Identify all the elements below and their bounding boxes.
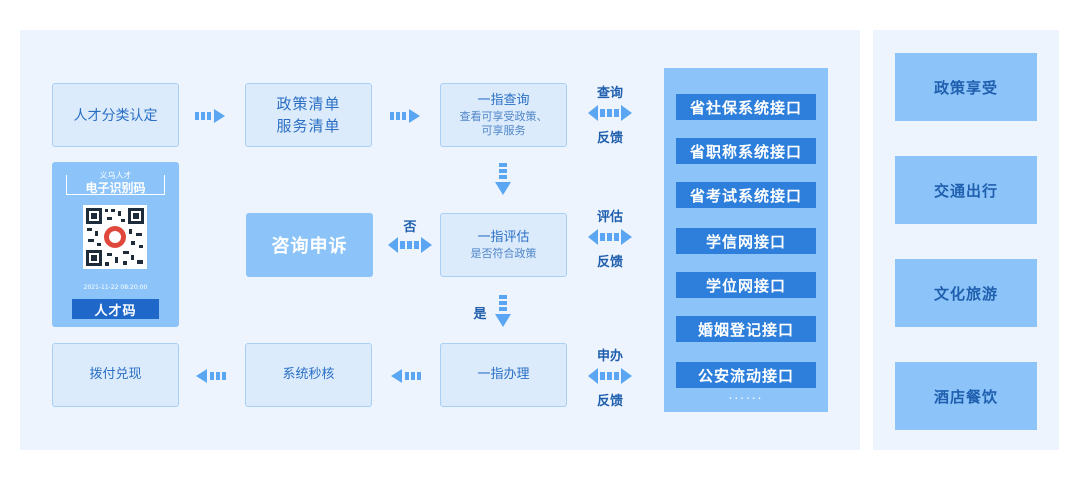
service-transport: 交通出行 xyxy=(895,156,1037,224)
apply-exchange-label: 申办 xyxy=(596,349,623,364)
card-date: 2021-11-22 08:20:00 xyxy=(83,284,148,291)
review-label: 系统秒核 xyxy=(282,367,335,382)
interface-item: 省社保系统接口 xyxy=(676,94,816,120)
double-arrow-icon xyxy=(588,368,632,384)
talent-code-button[interactable]: 人才码 xyxy=(72,299,159,319)
service-culture-travel: 文化旅游 xyxy=(895,259,1037,327)
service-hotel-dining: 酒店餐饮 xyxy=(895,362,1037,430)
yes-label: 是 xyxy=(473,307,487,322)
interface-item: 婚姻登记接口 xyxy=(676,316,816,342)
evaluate-exchange-label: 评估 xyxy=(596,210,623,225)
handle-box: 一指办理 xyxy=(440,343,567,407)
interface-item: 公安流动接口 xyxy=(676,362,816,388)
arrow-down-icon xyxy=(495,163,511,195)
arrow-right-icon xyxy=(390,109,420,123)
card-title: 电子识别码 xyxy=(85,181,146,195)
query-sub-1: 查看可享受政策、 xyxy=(459,110,548,123)
more-interfaces: ...... xyxy=(728,388,764,402)
assess-title: 一指评估 xyxy=(477,230,530,245)
policy-list-label: 政策清单 xyxy=(276,95,341,113)
talent-classification-box: 人才分类认定 xyxy=(52,83,179,147)
query-box: 一指查询 查看可享受政策、 可享服务 xyxy=(440,83,567,147)
query-title: 一指查询 xyxy=(477,93,530,108)
handle-label: 一指办理 xyxy=(477,367,530,382)
no-label: 否 xyxy=(403,220,417,235)
double-arrow-icon xyxy=(588,229,632,245)
appeal-label: 咨询申诉 xyxy=(271,236,348,257)
service-policy: 政策享受 xyxy=(895,53,1037,121)
card-brand: 义乌人才 xyxy=(99,171,132,180)
assess-sub: 是否符合政策 xyxy=(470,247,537,260)
interface-item: 省考试系统接口 xyxy=(676,182,816,208)
query-exchange-label: 查询 xyxy=(596,86,623,101)
double-arrow-icon xyxy=(388,237,432,253)
double-arrow-icon xyxy=(588,105,632,121)
arrow-down-icon xyxy=(495,295,511,327)
interface-item: 省职称系统接口 xyxy=(676,138,816,164)
feedback-label-3: 反馈 xyxy=(596,394,623,409)
appeal-box: 咨询申诉 xyxy=(246,213,373,277)
interface-item: 学位网接口 xyxy=(676,272,816,298)
payout-box: 拨付兑现 xyxy=(52,343,179,407)
talent-classification-label: 人才分类认定 xyxy=(73,108,158,124)
arrow-left-icon xyxy=(391,369,421,383)
query-sub-2: 可享服务 xyxy=(481,124,526,137)
payout-label: 拨付兑现 xyxy=(89,367,142,382)
arrow-right-icon xyxy=(195,109,225,123)
talent-code-card: 义乌人才 电子识别码 2021-11-22 08:20:00 人才码 xyxy=(52,162,179,327)
card-frame xyxy=(66,175,165,195)
service-list-label: 服务清单 xyxy=(276,117,341,135)
interfaces-column: 省社保系统接口 省职称系统接口 省考试系统接口 学信网接口 学位网接口 婚姻登记… xyxy=(664,68,828,412)
feedback-label-2: 反馈 xyxy=(596,255,623,270)
policy-service-list-box: 政策清单 服务清单 xyxy=(245,83,372,147)
assess-box: 一指评估 是否符合政策 xyxy=(440,213,567,277)
review-box: 系统秒核 xyxy=(245,343,372,407)
interface-item: 学信网接口 xyxy=(676,228,816,254)
qr-code-image xyxy=(83,205,147,269)
feedback-label-1: 反馈 xyxy=(596,131,623,146)
arrow-left-icon xyxy=(196,369,226,383)
